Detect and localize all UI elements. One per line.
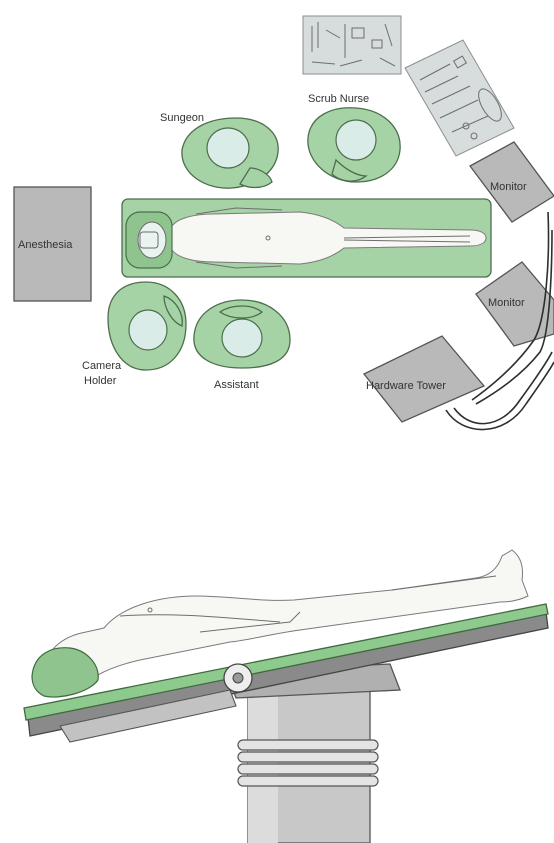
scrub-nurse-figure: Scrub Nurse <box>308 93 400 182</box>
assistant-label: Assistant <box>214 379 259 391</box>
scrub-nurse-label: Scrub Nurse <box>308 93 369 105</box>
instrument-tray-1 <box>303 16 401 74</box>
side-view <box>24 550 548 843</box>
camera-holder-figure: Camera Holder <box>82 282 186 387</box>
top-view: Anesthesia <box>14 16 554 430</box>
table-pedestal <box>226 664 400 843</box>
operating-table-top <box>122 199 491 277</box>
anesthesia-machine: Anesthesia <box>14 187 91 301</box>
assistant-figure: Assistant <box>194 300 290 391</box>
instrument-tray-2 <box>405 40 514 156</box>
surgeon-label: Sungeon <box>160 112 204 124</box>
surgeon-figure: Sungeon <box>160 112 278 188</box>
camera-holder-label-line1: Camera <box>82 360 122 372</box>
anesthesia-label: Anesthesia <box>18 239 73 251</box>
hardware-tower-label: Hardware Tower <box>366 380 446 392</box>
patient-head <box>126 212 172 268</box>
camera-holder-label-line2: Holder <box>84 375 117 387</box>
monitor-1-label: Monitor <box>490 181 527 193</box>
monitor-2-label: Monitor <box>488 297 525 309</box>
hardware-tower: Hardware Tower <box>364 336 484 422</box>
